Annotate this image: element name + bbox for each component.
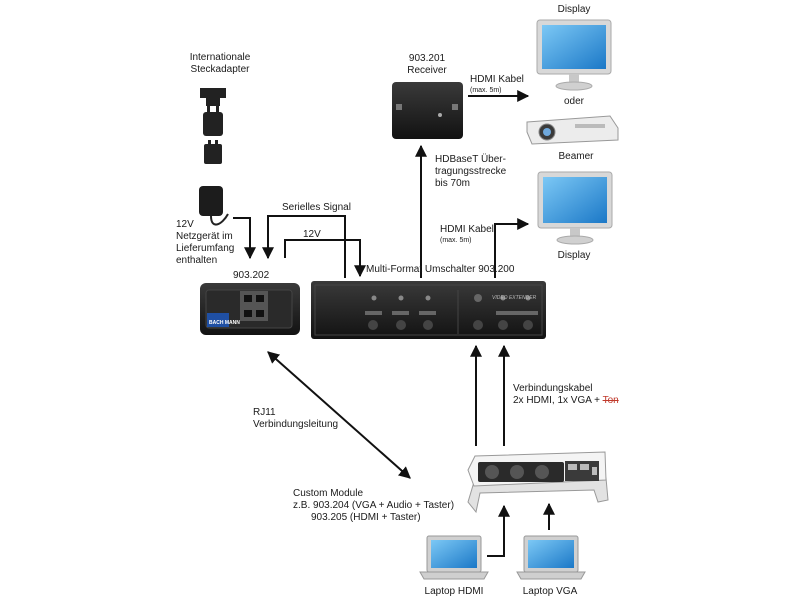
power-label-line-2: Netzgerät im xyxy=(176,231,233,242)
power-label: 12V Netzgerät im Lieferumfang enthalten xyxy=(176,219,234,267)
power-label-line-1: 12V xyxy=(176,219,194,230)
display-mid-icon xyxy=(537,171,613,245)
bachmann-logo: BACH MANN xyxy=(209,320,240,326)
hdmi-cable-top-label: HDMI Kabel (max. 5m) xyxy=(470,74,524,95)
switch-name-label: Multi-Format Umschalter 903.200 xyxy=(366,264,515,275)
display-top-icon xyxy=(536,19,612,91)
hdmi-cable-mid-note: (max. 5m) xyxy=(440,237,472,244)
connection-cable-line-2-text: 2x HDMI, 1x VGA + xyxy=(513,395,603,406)
laptop-hdmi-icon xyxy=(419,535,489,580)
switch-device xyxy=(311,281,546,339)
wallplate-id-label: 903.202 xyxy=(233,270,270,281)
display-top-label: Display xyxy=(557,4,591,15)
desk-power-strip-icon xyxy=(467,451,609,514)
connection-cable-struck-text: Ton xyxy=(602,395,619,406)
hdmi-cable-mid-text: HDMI Kabel xyxy=(440,224,494,235)
custom-module-label: Custom Module z.B. 903.204 (VGA + Audio … xyxy=(293,488,454,524)
receiver-device xyxy=(392,82,463,139)
wallplate-device xyxy=(200,283,300,335)
receiver-name: Receiver xyxy=(407,65,447,76)
adapter-title: Internationale Steckadapter xyxy=(180,52,260,76)
plug-adapters-icon xyxy=(200,88,226,164)
custom-module-line-2: z.B. 903.204 (VGA + Audio + Taster) xyxy=(293,500,455,511)
device-brand-text: VIDEO EXTENDER xyxy=(492,295,537,301)
hdmi-cable-top-note: (max. 5m) xyxy=(470,87,502,94)
connection-cable-line-1: Verbindungskabel xyxy=(513,383,593,394)
hdbaset-label: HDBaseT Über- tragungsstrecke bis 70m xyxy=(435,154,506,190)
hdbaset-line-1: HDBaseT Über- xyxy=(435,154,506,165)
rj11-line-2: Verbindungsleitung xyxy=(253,419,339,430)
laptop-vga-icon xyxy=(516,535,586,580)
hdbaset-line-2: tragungsstrecke xyxy=(435,166,507,177)
connection-cable-line-2: 2x HDMI, 1x VGA + Ton xyxy=(513,395,619,407)
serial-signal-label: Serielles Signal xyxy=(282,202,351,213)
rj11-label: RJ11 Verbindungsleitung xyxy=(253,407,338,431)
power-label-line-3: Lieferumfang xyxy=(176,243,235,254)
volt-12-label: 12V xyxy=(303,229,321,240)
hdbaset-line-3: bis 70m xyxy=(435,178,471,189)
receiver-label: 903.201 Receiver xyxy=(398,53,456,77)
hdmi-cable-top-text: HDMI Kabel xyxy=(470,74,524,85)
connection-cable-label: Verbindungskabel 2x HDMI, 1x VGA + Ton xyxy=(513,383,619,407)
laptop-vga-label: Laptop VGA xyxy=(522,586,578,597)
power-supply-icon xyxy=(199,186,229,226)
adapter-title-line-1: Internationale xyxy=(189,52,251,63)
oder-label: oder xyxy=(563,96,584,107)
custom-module-line-1: Custom Module xyxy=(293,488,364,499)
beamer-label: Beamer xyxy=(558,151,594,162)
hdmi-cable-mid-label: HDMI Kabel (max. 5m) xyxy=(440,224,494,245)
connection-lines xyxy=(233,90,555,557)
custom-module-line-3: 903.205 (HDMI + Taster) xyxy=(311,512,421,523)
laptop-hdmi-label: Laptop HDMI xyxy=(424,586,484,597)
adapter-title-line-2: Steckadapter xyxy=(190,64,250,75)
power-label-line-4: enthalten xyxy=(176,255,218,266)
beamer-icon xyxy=(526,115,619,145)
receiver-id: 903.201 xyxy=(408,53,446,64)
display-mid-label: Display xyxy=(557,250,591,261)
rj11-line-1: RJ11 xyxy=(253,407,276,418)
